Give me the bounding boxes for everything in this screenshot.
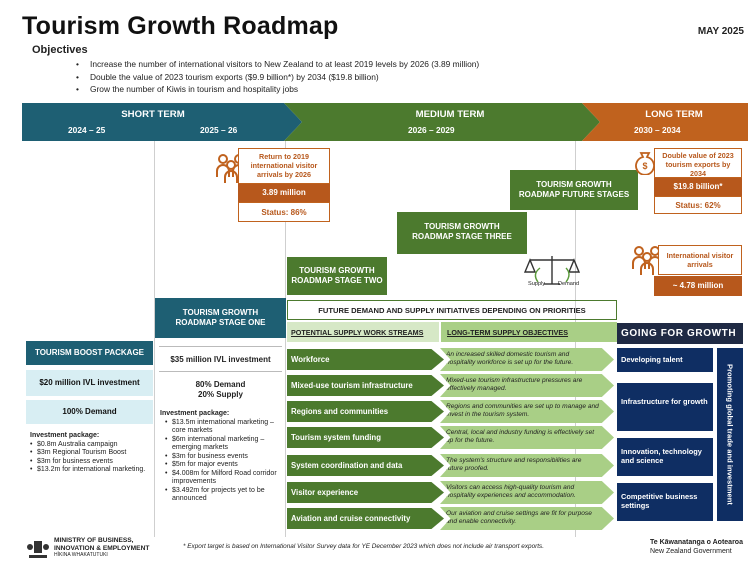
- gfg-competitive: Competitive business settings: [617, 483, 713, 521]
- stage-one-pkg-item: $5m for major events: [172, 461, 284, 470]
- date-label: MAY 2025: [697, 26, 744, 37]
- stream-objective: The system's structure and responsibilit…: [440, 454, 614, 477]
- stage-one-pkg-item: $3m for business events: [172, 453, 284, 462]
- column-short-2: [155, 141, 286, 537]
- gfg-infrastructure: Infrastructure for growth: [617, 383, 713, 431]
- boost-package: Investment package: $0.8m Australia camp…: [30, 432, 152, 475]
- boost-pkg-title: Investment package:: [30, 432, 100, 439]
- ministry-line-2: INNOVATION & EMPLOYMENT: [54, 544, 150, 552]
- double-value-amount: $19.8 billion*: [654, 178, 742, 196]
- short-year-1: 2024 – 25: [68, 125, 106, 135]
- gfg-side-bar: [717, 348, 743, 521]
- stream-funding: Tourism system funding: [287, 427, 444, 448]
- intl-arrivals-value: ~ 4.78 million: [654, 276, 742, 296]
- stage-two: TOURISM GROWTH ROADMAP STAGE TWO: [287, 257, 387, 295]
- footnote: * Export target is based on Internationa…: [183, 543, 545, 550]
- objective-item: Increase the number of international vis…: [90, 58, 479, 71]
- stage-one-demand: 80% Demand: [195, 380, 246, 389]
- ministry-line-1: MINISTRY OF BUSINESS,: [54, 537, 134, 544]
- timeline-bands: [22, 103, 748, 141]
- boost-pkg-item: $3m Regional Tourism Boost: [37, 449, 152, 458]
- boost-pkg-item: $0.8m Australia campaign: [37, 441, 152, 450]
- stream-infrastructure: Mixed-use tourism infrastructure: [287, 375, 444, 396]
- boost-ivl: $20 million IVL investment: [26, 370, 153, 396]
- intl-arrivals-title: International visitor arrivals: [658, 245, 742, 275]
- stage-one-pkg-item: $6m international marketing – emerging m…: [172, 436, 284, 453]
- gfg-innovation: Innovation, technology and science: [617, 438, 713, 476]
- boost-pkg-item: $3m for business events: [37, 458, 152, 467]
- gfg-title: GOING FOR GROWTH: [617, 323, 743, 344]
- boost-demand: 100% Demand: [26, 400, 153, 424]
- gov-line-2: New Zealand Government: [650, 548, 732, 555]
- short-year-2: 2025 – 26: [200, 125, 238, 135]
- ministry-line-3: HĪKINA WHAKATUTUKI: [54, 552, 108, 559]
- scale-demand-label: Demand: [558, 281, 580, 287]
- stream-regions: Regions and communities: [287, 401, 444, 422]
- balance-scale-icon: [524, 256, 580, 285]
- ministry-logo: MINISTRY OF BUSINESS, INNOVATION & EMPLO…: [54, 537, 149, 560]
- stage-three: TOURISM GROWTH ROADMAP STAGE THREE: [397, 212, 527, 254]
- page-title: Tourism Growth Roadmap: [22, 12, 339, 40]
- stage-one-package: Investment package: $13.5m international…: [160, 410, 284, 504]
- nz-government-logo: Te Kāwanatanga o Aotearoa New Zealand Go…: [650, 538, 743, 556]
- medium-term-band: MEDIUM TERM 2026 – 2029: [300, 103, 600, 141]
- svg-text:$: $: [642, 161, 647, 171]
- stream-workforce: Workforce: [287, 349, 444, 370]
- stream-coordination: System coordination and data: [287, 455, 444, 476]
- coat-of-arms-icon: [27, 541, 49, 558]
- stage-one-ivl: $35 million IVL investment: [159, 346, 282, 372]
- double-value-status: Status: 62%: [654, 196, 742, 214]
- objectives-header: LONG-TERM SUPPLY OBJECTIVES: [441, 322, 617, 342]
- stage-one-pkg-title: Investment package:: [160, 410, 230, 417]
- stage-one-split: 80% Demand 20% Supply: [159, 380, 282, 400]
- stream-aviation: Aviation and cruise connectivity: [287, 508, 444, 529]
- return-2019-status: Status: 86%: [238, 202, 330, 222]
- objectives-title: Objectives: [32, 44, 88, 56]
- stream-objective: Mixed-use tourism infrastructure pressur…: [440, 374, 614, 397]
- money-bag-icon: $: [635, 152, 655, 175]
- return-2019-title: Return to 2019 international visitor arr…: [238, 148, 330, 184]
- stream-objective: Our aviation and cruise settings are fit…: [440, 507, 614, 530]
- gfg-talent: Developing talent: [617, 348, 713, 372]
- long-term-label: LONG TERM: [645, 109, 703, 120]
- stream-objective: Regions and communities are set up to ma…: [440, 400, 614, 423]
- long-term-band: LONG TERM 2030 – 2034: [600, 103, 748, 141]
- stream-objective: Visitors can access high-quality tourism…: [440, 481, 614, 504]
- streams-header: POTENTIAL SUPPLY WORK STREAMS: [287, 322, 439, 342]
- double-value-title: Double value of 2023 tourism exports by …: [654, 148, 742, 178]
- objective-item: Grow the number of Kiwis in tourism and …: [90, 83, 479, 96]
- medium-term-label: MEDIUM TERM: [415, 109, 485, 120]
- stream-objective: An increased skilled domestic tourism an…: [440, 348, 614, 371]
- stream-visitor: Visitor experience: [287, 482, 444, 503]
- stream-objective: Central, local and industry funding is e…: [440, 426, 614, 449]
- boost-title: TOURISM BOOST PACKAGE: [26, 341, 153, 365]
- short-term-band: SHORT TERM 2024 – 25 2025 – 26: [22, 103, 284, 141]
- stage-one-supply: 20% Supply: [198, 390, 243, 399]
- scale-supply-label: Supply: [528, 281, 546, 287]
- medium-years: 2026 – 2029: [408, 125, 455, 135]
- column-short-1: [22, 141, 155, 537]
- future-banner: FUTURE DEMAND AND SUPPLY INITIATIVES DEP…: [287, 300, 617, 320]
- gfg-side-label: Promoting global trade and investment: [725, 364, 735, 505]
- stage-one-pkg-item: $4.008m for Milford Road corridor improv…: [172, 470, 284, 487]
- return-2019-value: 3.89 million: [238, 184, 330, 202]
- gov-line-1: Te Kāwanatanga o Aotearoa: [650, 539, 743, 546]
- boost-pkg-item: $13.2m for international marketing.: [37, 466, 152, 475]
- short-term-label: SHORT TERM: [121, 109, 185, 120]
- stage-future: TOURISM GROWTH ROADMAP FUTURE STAGES: [510, 170, 638, 210]
- objective-item: Double the value of 2023 tourism exports…: [90, 71, 479, 84]
- stage-one-title: TOURISM GROWTH ROADMAP STAGE ONE: [155, 298, 286, 338]
- stage-one-pkg-item: $3.492m for projects yet to be announced: [172, 487, 284, 504]
- long-years: 2030 – 2034: [634, 125, 681, 135]
- stage-one-pkg-item: $13.5m international marketing – core ma…: [172, 419, 284, 436]
- objectives-list: Increase the number of international vis…: [90, 58, 479, 96]
